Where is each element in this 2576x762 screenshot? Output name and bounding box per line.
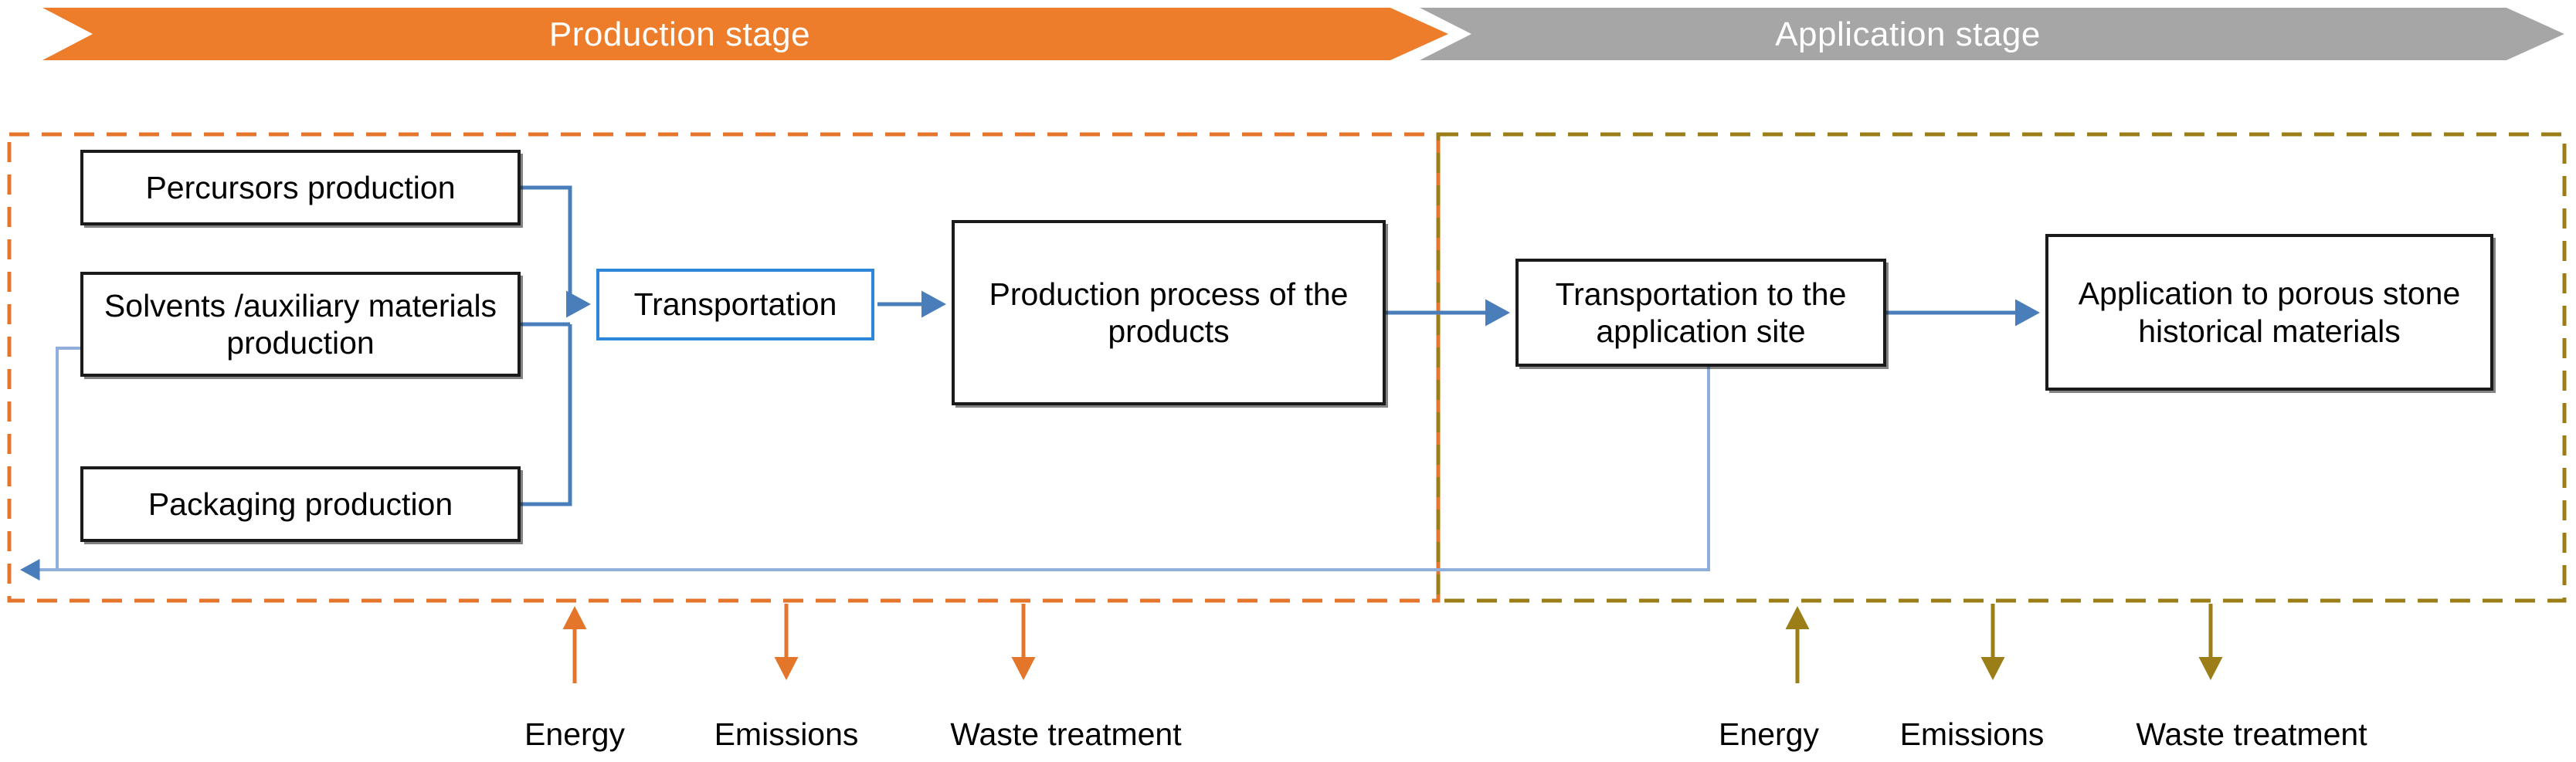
feedback-line-to-solvents (56, 347, 80, 570)
edge-precursors-to-transportation (521, 185, 572, 304)
node-application-to-porous-stone-historical-materials-label: Application to porous stone historical m… (2078, 276, 2461, 349)
node-packaging-production[interactable]: Packaging production (80, 466, 521, 542)
node-transportation-to-the-application-site[interactable]: Transportation to the application site (1515, 259, 1886, 367)
node-solvents-auxiliary-materials-production-label: Solvents /auxiliary materials production (104, 287, 497, 361)
application-stage-banner-label: Application stage (1775, 15, 2041, 53)
application-stage-banner-arrow (1420, 8, 2564, 60)
node-precursors-production-label: Percursors production (145, 169, 456, 205)
application-stage-boundary (1436, 132, 2567, 603)
production-stage-banner-arrow (42, 8, 1448, 60)
node-precursors-production[interactable]: Percursors production (80, 150, 521, 225)
node-transportation-to-the-application-site-label: Transportation to the application site (1555, 276, 1847, 349)
node-solvents-auxiliary-materials-production[interactable]: Solvents /auxiliary materials production (80, 272, 521, 377)
flow-label-emissions-application: Emissions (1899, 716, 2045, 752)
node-transportation[interactable]: Transportation (596, 269, 874, 340)
flow-label-emissions-production: Emissions (714, 716, 859, 752)
node-application-to-porous-stone-historical-materials[interactable]: Application to porous stone historical m… (2045, 234, 2493, 391)
node-production-process-of-the-products-label: Production process of the products (989, 276, 1349, 349)
flow-label-waste-treatment-production: Waste treatment (950, 716, 1182, 752)
flow-label-energy-application: Energy (1719, 716, 1819, 752)
production-stage-banner-label: Production stage (548, 15, 811, 53)
node-packaging-production-label: Packaging production (148, 486, 453, 522)
flow-label-energy-production: Energy (524, 716, 625, 752)
edge-packaging-to-transportation (521, 324, 572, 506)
flow-label-waste-treatment-application: Waste treatment (2136, 716, 2367, 752)
feedback-line-to-transportation2 (20, 367, 1710, 581)
node-production-process-of-the-products[interactable]: Production process of the products (952, 220, 1386, 405)
node-transportation-label: Transportation (633, 286, 837, 323)
